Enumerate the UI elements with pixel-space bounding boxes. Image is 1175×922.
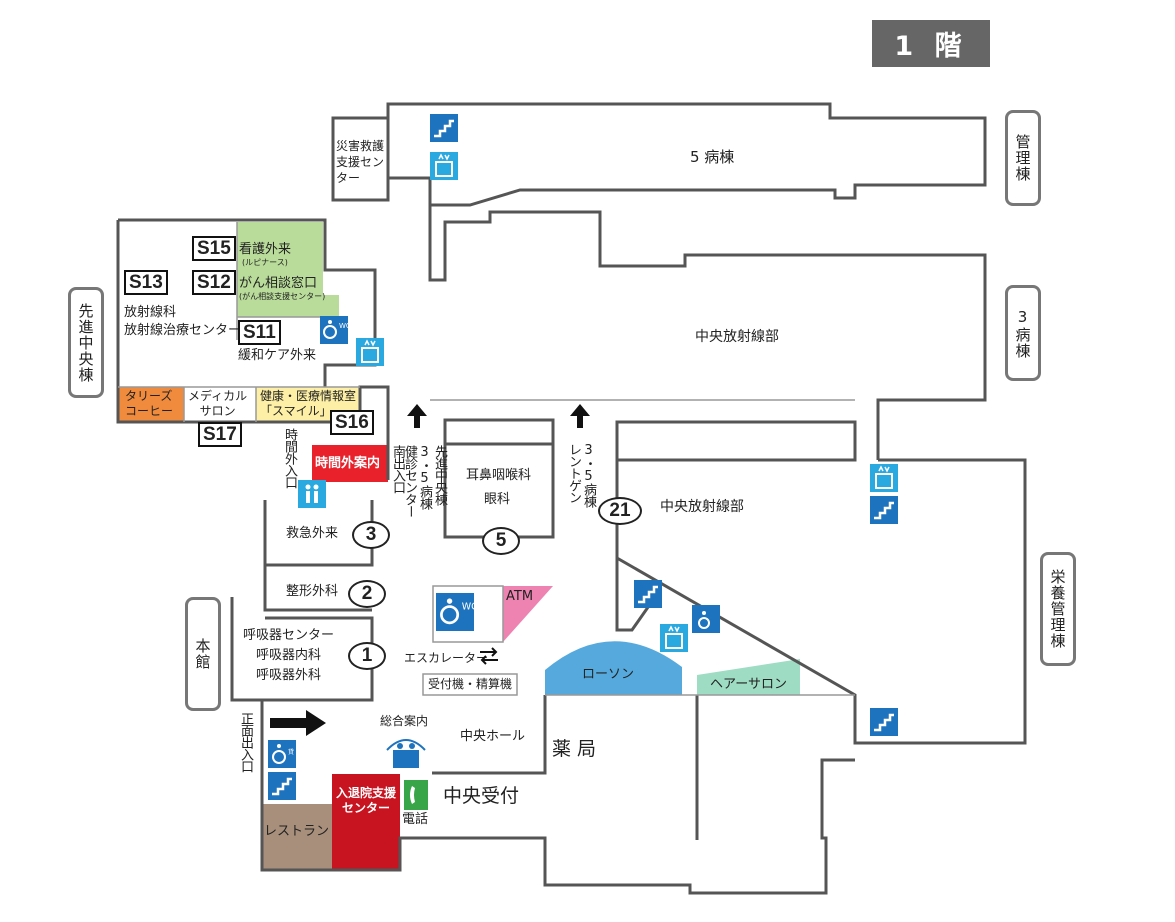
room-3: 3 [352, 521, 390, 549]
wheelchair-rental-icon: 貸 [268, 740, 296, 768]
admission-label: 入退院支援 センター [336, 786, 397, 815]
atm-area [503, 586, 553, 642]
nursing-label: 看護外来 [239, 242, 292, 257]
room-21: 21 [598, 497, 642, 525]
section-s17: S17 [198, 422, 242, 447]
elevator-icon [660, 624, 688, 652]
general-info-label: 総合案内 [380, 714, 429, 728]
stairs-icon [870, 708, 898, 736]
accessible-elevator-icon [692, 605, 720, 633]
admission-area [332, 774, 400, 870]
floor-badge: 1 階 [872, 20, 990, 67]
arrow-up-icon [570, 404, 590, 428]
south-entrance-label: 南出入口 [390, 445, 405, 493]
cancer-label: がん相談窓口 [239, 276, 318, 291]
section-s12: S12 [192, 270, 236, 295]
room-5: 5 [482, 527, 520, 555]
emergency-label: 救急外来 [286, 526, 339, 541]
section-s11: S11 [238, 320, 281, 345]
building-senshin[interactable]: 先進中央棟 [68, 287, 104, 398]
building-kanri[interactable]: 管理棟 [1005, 110, 1041, 206]
restaurant-label: レストラン [264, 824, 330, 839]
room-2: 2 [348, 580, 386, 608]
section-s15: S15 [192, 236, 236, 261]
escalator-icon [480, 647, 498, 665]
central-reception-label: 中央受付 [443, 785, 520, 807]
respiratory-label: 呼吸器センター 呼吸器内科 呼吸器外科 [243, 628, 335, 683]
pharmacy-label: 薬 局 [552, 738, 597, 760]
central-hall-label: 中央ホール [460, 729, 526, 744]
tullys-label: タリーズ コーヒー [125, 389, 174, 418]
orthopedics-label: 整形外科 [286, 584, 339, 599]
phone-icon [404, 780, 428, 810]
accessible-wc-icon: WC [320, 316, 348, 344]
building-honkan[interactable]: 本館 [185, 597, 221, 711]
svg-text:WC: WC [339, 322, 348, 330]
to-senshin-label: 先進中央棟 3・5病棟 健診センター [402, 445, 447, 517]
stairs-icon [870, 496, 898, 524]
ward5-label: 5 病棟 [690, 148, 735, 166]
escalator-label: エスカレーター [404, 651, 489, 665]
arrow-up-icon [407, 404, 427, 428]
palliative-label: 緩和ケア外来 [238, 348, 317, 363]
lawson-area [545, 641, 682, 695]
lawson-label[interactable]: ローソン [582, 667, 635, 682]
atm-label[interactable]: ATM [506, 589, 534, 604]
stairs-icon [430, 114, 458, 142]
section-s16: S16 [330, 410, 374, 435]
section-s13: S13 [124, 270, 168, 295]
nursing-area-2 [237, 295, 339, 317]
cancer-sub-label: (がん相談支援センター) [239, 292, 326, 301]
info-desk-icon [386, 739, 426, 768]
nursing-area [237, 222, 323, 295]
radiology-upper-label: 中央放射線部 [695, 329, 779, 345]
health-info-label: 健康・医療情報室 「スマイル」 [260, 389, 357, 418]
arrow-right-icon [270, 710, 326, 736]
medical-salon-label: メディカル サロン [188, 389, 248, 418]
radiotherapy-label: 放射線科 放射線治療センター [124, 305, 242, 338]
night-entrance-label: 時間外入口 [282, 428, 297, 488]
accessible-wc-icon: WC [436, 593, 474, 631]
disaster-label: 災害救護支援センター [336, 139, 385, 185]
stairs-icon [268, 772, 296, 800]
night-desk-area [312, 445, 388, 482]
room-1: 1 [348, 642, 386, 670]
hair-salon-label[interactable]: ヘアーサロン [710, 677, 787, 692]
elevator-icon [356, 338, 384, 366]
front-entrance-label: 正面出入口 [238, 712, 253, 772]
phone-label: 電話 [402, 812, 429, 827]
reception-machine-label[interactable]: 受付機・精算機 [428, 677, 513, 691]
restroom-icon [298, 480, 326, 508]
elevator-icon [870, 464, 898, 492]
restaurant-area [262, 804, 332, 870]
salon-area [697, 659, 800, 695]
night-desk-label: 時間外案内 [315, 456, 381, 471]
building-eiyo[interactable]: 栄養管理棟 [1040, 552, 1076, 666]
building-sanbyou[interactable]: 3病棟 [1005, 285, 1041, 381]
tullys-area [118, 387, 184, 422]
stairs-icon [634, 580, 662, 608]
eye-label: 眼科 [484, 492, 511, 507]
radiology-lower-label: 中央放射線部 [660, 499, 744, 515]
svg-text:貸: 貸 [288, 748, 294, 756]
elevator-icon [430, 152, 458, 180]
nursing-sub-label: (ルピナース) [242, 258, 288, 267]
svg-text:WC: WC [462, 601, 474, 612]
ent-label: 耳鼻咽喉科 [466, 468, 532, 483]
to-ward35-label: 3・5病棟 レントゲン [566, 443, 596, 507]
